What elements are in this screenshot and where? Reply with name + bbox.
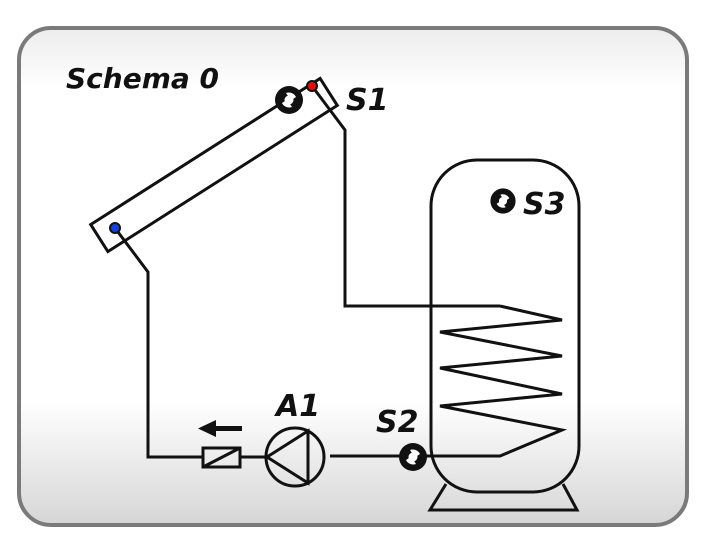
sensor-s2-icon (399, 443, 427, 471)
cold-port (109, 222, 121, 234)
label-s2: S2 (376, 405, 418, 440)
diagram-frame (17, 26, 689, 527)
sensor-s1-icon (275, 86, 303, 114)
cold-return-pipe (113, 227, 203, 459)
sensor-s3-icon (490, 188, 516, 214)
solar-collector (88, 76, 340, 254)
hot-port (306, 80, 318, 92)
check-valve-icon (201, 446, 242, 469)
heat-exchanger-coil (330, 304, 568, 458)
schema-title: Schema 0 (66, 62, 219, 95)
tank-stand (427, 483, 580, 512)
label-s1: S1 (346, 83, 388, 118)
label-s3: S3 (523, 187, 565, 222)
flow-direction-arrow-icon (198, 420, 242, 437)
hot-supply-pipe (310, 85, 500, 308)
storage-tank (429, 158, 581, 494)
pump-icon (264, 426, 326, 488)
label-a1: A1 (274, 389, 320, 424)
